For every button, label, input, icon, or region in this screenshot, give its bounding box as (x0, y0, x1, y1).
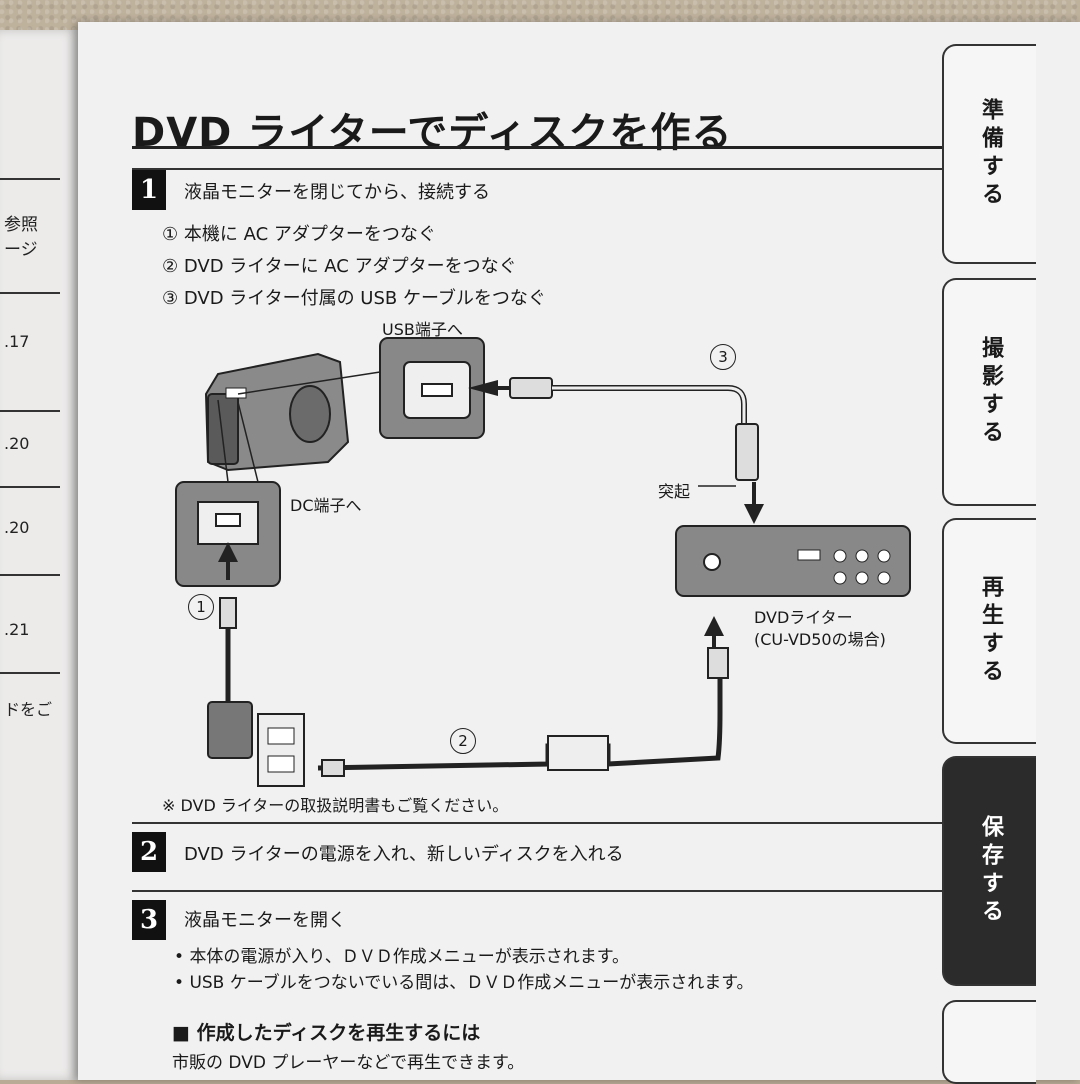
ac-adapter-cable-1 (207, 597, 305, 787)
left-page-ref: .20 (4, 518, 30, 537)
left-page-rule (0, 574, 60, 576)
left-page-rule (0, 672, 60, 674)
camcorder-illustration (204, 352, 350, 472)
step-text: 液晶モニターを開く (184, 910, 346, 931)
substep-3: ③ DVD ライター付属の USB ケーブルをつなぐ (162, 288, 546, 309)
left-page-header-fragment: 参照 ージ (4, 215, 38, 260)
step-text: DVD ライターの電源を入れ、新しいディスクを入れる (184, 844, 624, 865)
step-3: 3 液晶モニターを開く (132, 890, 964, 940)
tab-label: 保存する (978, 815, 1003, 927)
tab-next[interactable] (942, 1000, 1036, 1084)
callout-3: 3 (710, 344, 736, 370)
tab-label: 撮影する (978, 336, 1003, 448)
usb-port-label: USB端子へ (382, 320, 463, 339)
substep-1: ① 本機に AC アダプターをつなぐ (162, 224, 436, 245)
section-heading: ■ 作成したディスクを再生するには (172, 1022, 481, 1044)
left-page-ref: .20 (4, 434, 30, 453)
title-rule (132, 146, 964, 149)
bullet-text: USB ケーブルをつないでいる間は、ＤＶＤ作成メニューが表示されます。 (189, 973, 754, 993)
step-text: 液晶モニターを閉じてから、接続する (184, 182, 490, 203)
tab-prepare[interactable]: 準備する (942, 44, 1036, 264)
step-1: 1 液晶モニターを閉じてから、接続する (132, 168, 964, 210)
tab-label: 再生する (978, 575, 1003, 687)
step-number: 3 (132, 900, 166, 940)
step-number: 2 (132, 832, 166, 872)
usb-port-closeup (237, 337, 485, 439)
protrusion-label: 突起 (658, 482, 691, 501)
ac-adapter-cable-2 (317, 647, 729, 777)
tab-record[interactable]: 撮影する (942, 278, 1036, 506)
bullet-item: • 本体の電源が入り、ＤＶＤ作成メニューが表示されます。 (174, 947, 630, 967)
bullet-text: 本体の電源が入り、ＤＶＤ作成メニューが表示されます。 (189, 947, 630, 967)
left-page-fragment: ドをご (4, 700, 53, 719)
left-page-edge: 参照 ージ .17 .20 .20 .21 ドをご (0, 30, 78, 1080)
dvd-writer-illustration (675, 525, 911, 597)
callout-2: 2 (450, 728, 476, 754)
step-2: 2 DVD ライターの電源を入れ、新しいディスクを入れる (132, 822, 964, 872)
left-page-rule (0, 410, 60, 412)
tab-playback[interactable]: 再生する (942, 518, 1036, 744)
left-page-rule (0, 292, 60, 294)
left-page-rule (0, 486, 60, 488)
section-body: 市販の DVD プレーヤーなどで再生できます。 (172, 1053, 525, 1073)
left-page-ref: .21 (4, 620, 30, 639)
left-page-ref: .17 (4, 332, 30, 351)
tab-save[interactable]: 保存する (942, 756, 1036, 986)
dc-port-label: DC端子へ (290, 496, 362, 515)
left-page-rule (0, 178, 60, 180)
usb-cable (509, 377, 759, 487)
callout-1: 1 (188, 594, 214, 620)
substep-2: ② DVD ライターに AC アダプターをつなぐ (162, 256, 517, 277)
dvd-writer-model: (CU-VD50の場合) (754, 630, 886, 649)
dvd-writer-label: DVDライター (754, 608, 853, 627)
tab-label: 準備する (978, 98, 1003, 210)
reference-note: ※ DVD ライターの取扱説明書もご覧ください。 (162, 796, 509, 815)
bullet-item: • USB ケーブルをつないでいる間は、ＤＶＤ作成メニューが表示されます。 (174, 973, 754, 993)
dc-port-closeup (175, 399, 281, 587)
step-number: 1 (132, 170, 166, 210)
connection-diagram (175, 337, 911, 787)
manual-page: DVD ライターでディスクを作る 1 液晶モニターを閉じてから、接続する ① 本… (78, 22, 1080, 1084)
